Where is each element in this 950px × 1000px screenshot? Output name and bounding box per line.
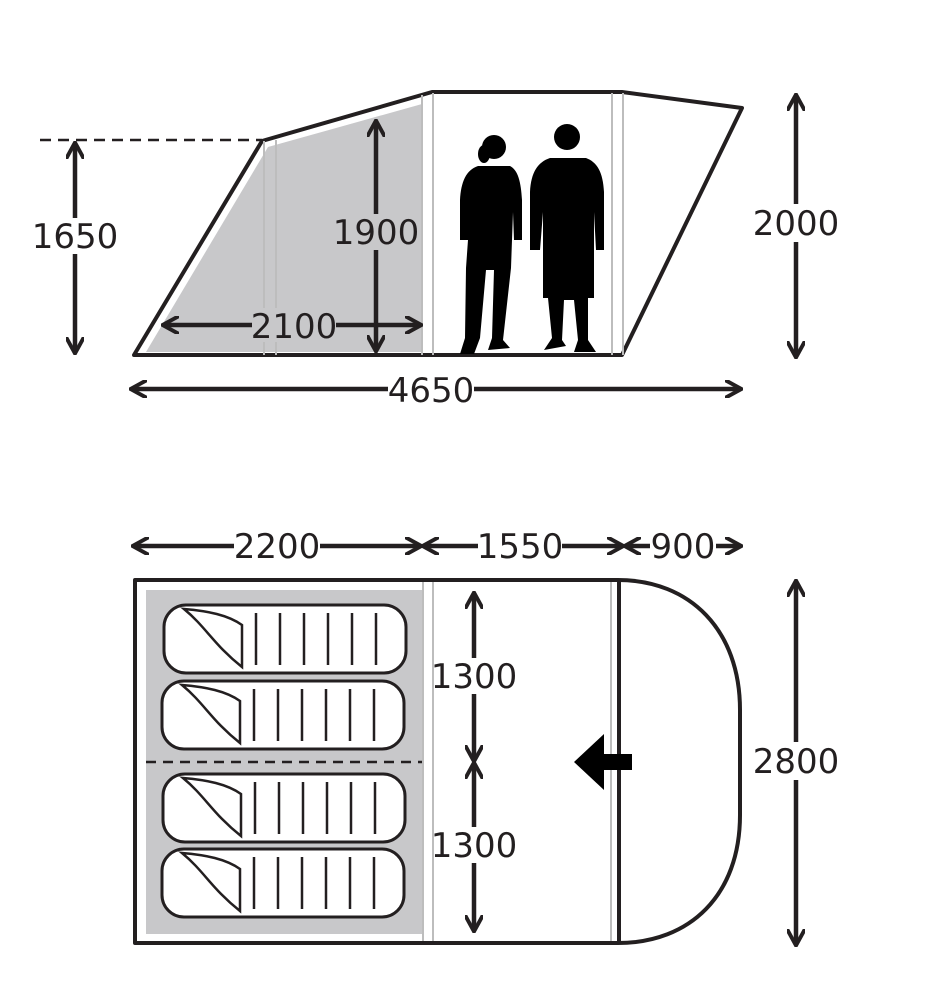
dim-total-length-label: 4650 xyxy=(388,371,475,411)
dim-bedroom-length-label: 2100 xyxy=(251,307,338,347)
door-entry-arrow-icon xyxy=(574,734,632,790)
dim-inner-height-label: 1900 xyxy=(333,213,420,253)
bedroom-area-side xyxy=(146,104,422,352)
floor-plan: 2200 1550 900 1300 1300 2800 xyxy=(134,527,840,944)
dim-eave-height-label: 1650 xyxy=(32,217,119,257)
dim-bedroom-depth-label: 2200 xyxy=(234,527,321,567)
person-female-icon xyxy=(460,135,522,354)
dim-porch-depth-label: 900 xyxy=(651,527,716,567)
dim-total-width-label: 2800 xyxy=(753,742,840,782)
dim-bay-width-top-label: 1300 xyxy=(431,657,518,697)
side-view: 1650 1900 2100 4650 2000 xyxy=(32,90,840,411)
sleeping-bag-icon xyxy=(161,772,407,844)
person-male-icon xyxy=(530,124,604,352)
sleeping-bag-icon xyxy=(160,847,406,919)
dim-peak-height-label: 2000 xyxy=(753,204,840,244)
sleeping-bag-icon xyxy=(160,679,406,751)
dim-living-depth-label: 1550 xyxy=(477,527,564,567)
sleeping-bag-icon xyxy=(162,603,408,675)
dim-bay-width-bottom-label: 1300 xyxy=(431,826,518,866)
